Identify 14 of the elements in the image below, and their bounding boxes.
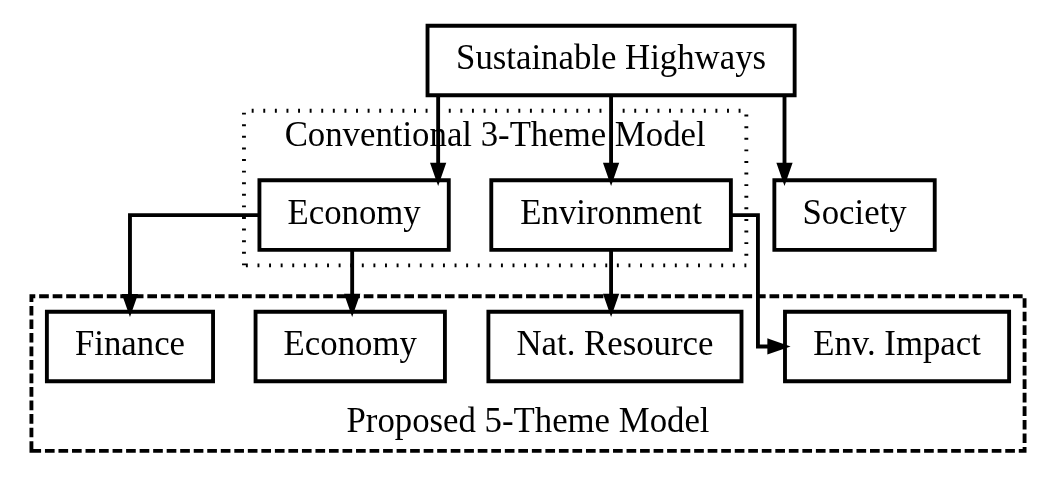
node-box: Economy <box>257 178 451 252</box>
arrow <box>602 250 620 317</box>
node-box: Economy <box>253 309 447 384</box>
arrow <box>731 213 791 355</box>
arrow <box>344 250 361 317</box>
node-box: Society <box>772 178 937 252</box>
node-box: Finance <box>44 309 215 384</box>
node-box: Sustainable Highways <box>425 23 797 98</box>
node-box: Nat. Resource <box>486 309 744 384</box>
arrow <box>602 95 620 186</box>
node-box: Environment <box>489 178 733 252</box>
arrow <box>776 95 793 186</box>
arrow <box>121 213 260 318</box>
node-box: Env. Impact <box>783 309 1012 384</box>
